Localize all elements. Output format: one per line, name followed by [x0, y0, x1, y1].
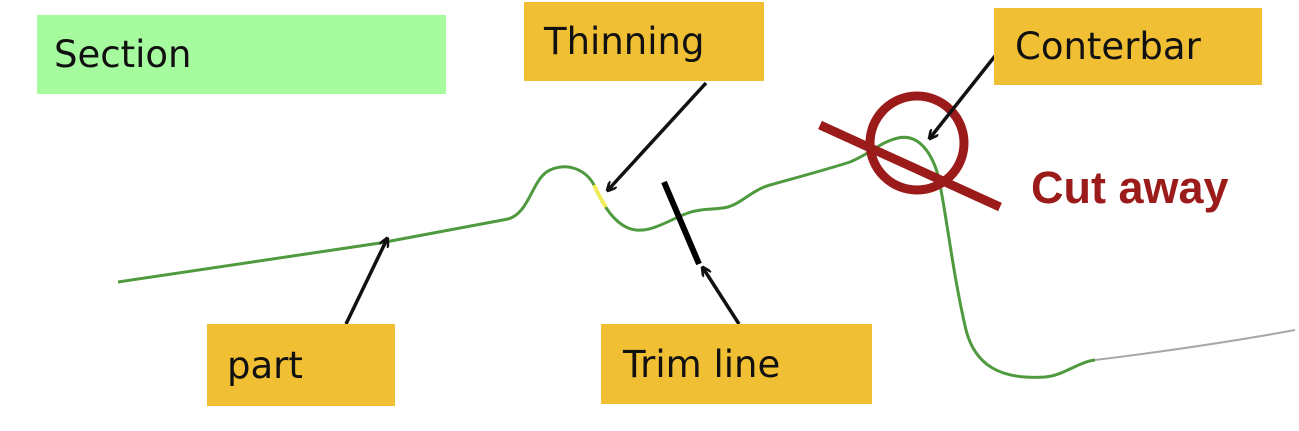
part-arrow	[344, 239, 387, 325]
section-profile-line	[117, 135, 1096, 379]
trim-line-label: Trim line	[623, 342, 781, 386]
section-label-box: Section	[37, 15, 446, 94]
part-label-box: part	[207, 324, 395, 406]
section-label: Section	[54, 33, 192, 76]
thinning-label-box: Thinning	[524, 2, 764, 81]
trim-line-arrow	[703, 268, 741, 325]
cut-away-slash	[818, 120, 1002, 212]
trim-line-mark	[661, 180, 702, 266]
thinning-label: Thinning	[544, 20, 705, 63]
scrap-tail-line	[1094, 329, 1296, 361]
trim-line-label-box: Trim line	[601, 324, 872, 404]
cut-away-label: Cut away	[1031, 162, 1229, 213]
counterbar-label: Conterbar	[1015, 25, 1201, 68]
thinning-arrow	[608, 81, 708, 190]
counterbar-arrow	[930, 54, 997, 138]
counterbar-label-box: Conterbar	[994, 8, 1262, 85]
part-label: part	[227, 343, 303, 387]
thinning-highlight	[592, 184, 608, 209]
